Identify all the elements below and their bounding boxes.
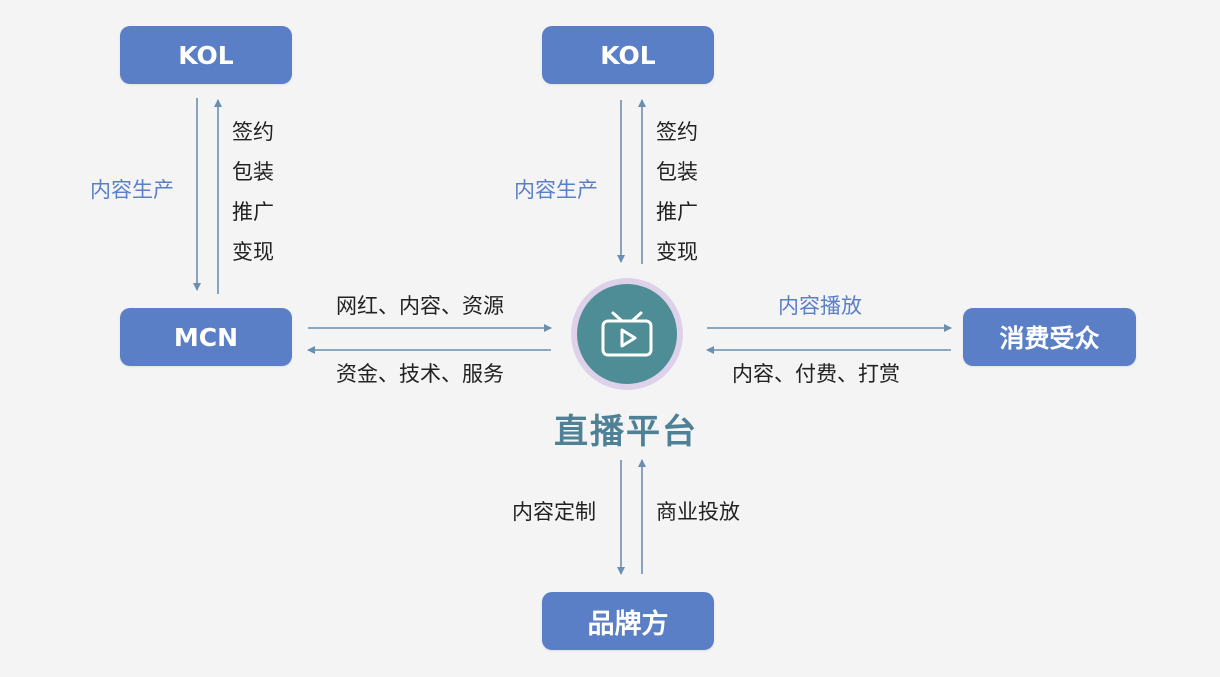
brand-to-platform-label: 商业投放	[656, 500, 740, 524]
kol-node-left-label: KOL	[178, 40, 234, 70]
kol-node-left: KOL	[120, 26, 292, 84]
mcn-node: MCN	[120, 308, 292, 366]
consumers-to-platform-label: 内容、付费、打赏	[732, 362, 900, 386]
brand-node-label: 品牌方	[587, 608, 669, 640]
kol-node-center: KOL	[542, 26, 714, 84]
service-item: 签约	[232, 120, 274, 144]
platform-title: 直播平台	[554, 412, 698, 452]
platform-to-consumers-label: 内容播放	[778, 294, 862, 318]
service-item: 包装	[656, 160, 698, 184]
service-item: 推广	[656, 200, 698, 224]
platform-to-brand-label: 内容定制	[512, 500, 596, 524]
service-item: 变现	[232, 240, 274, 264]
consumers-node: 消费受众	[963, 308, 1136, 366]
platform-to-mcn-label: 资金、技术、服务	[336, 362, 504, 386]
center-kol-services-list: 签约 包装 推广 变现	[656, 112, 698, 272]
kol-node-center-label: KOL	[600, 40, 656, 70]
service-item: 变现	[656, 240, 698, 264]
consumers-node-label: 消费受众	[999, 324, 1100, 353]
tv-play-icon	[601, 311, 653, 357]
left-content-production-label: 内容生产	[90, 178, 174, 202]
center-content-production-label: 内容生产	[514, 178, 598, 202]
service-item: 包装	[232, 160, 274, 184]
service-item: 签约	[656, 120, 698, 144]
mcn-node-label: MCN	[173, 322, 239, 352]
mcn-to-platform-label: 网红、内容、资源	[336, 294, 504, 318]
service-item: 推广	[232, 200, 274, 224]
left-kol-services-list: 签约 包装 推广 变现	[232, 112, 274, 272]
brand-node: 品牌方	[542, 592, 714, 650]
